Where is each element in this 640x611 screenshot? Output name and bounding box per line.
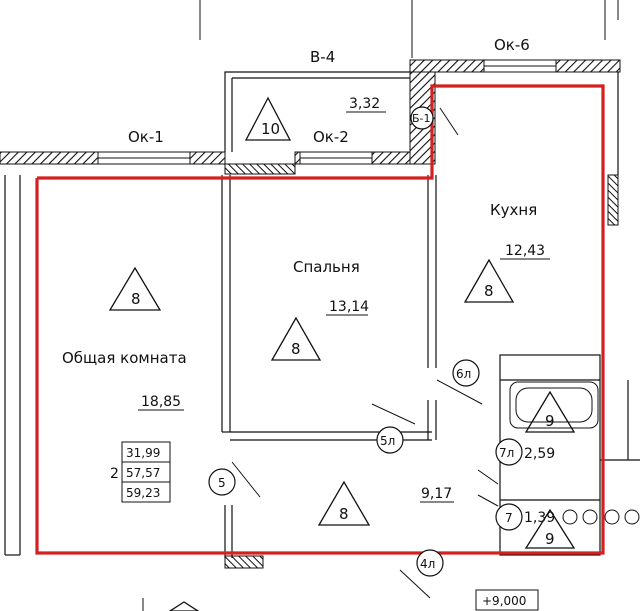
elevation-tag xyxy=(142,589,539,611)
area-underlines xyxy=(138,111,550,503)
marker-balcony xyxy=(244,96,292,141)
marker-bedroom-number: 8 xyxy=(291,340,301,358)
door-6l-marker xyxy=(452,359,480,387)
area-summary-box xyxy=(121,441,171,503)
windows xyxy=(97,59,557,165)
kitchen-label: Кухня xyxy=(490,201,537,219)
window-mid-label: Ок-2 xyxy=(313,128,349,146)
door-5l-label: 5л xyxy=(380,434,395,448)
apartment-outline xyxy=(35,84,605,555)
door-4l-label: 4л xyxy=(420,557,435,571)
marker-kitchen-number: 8 xyxy=(484,282,494,300)
door-7l-marker xyxy=(495,438,523,466)
marker-bath-number: 9 xyxy=(545,412,555,430)
door-b1-marker xyxy=(410,106,434,130)
hall-area: 9,17 xyxy=(421,486,452,502)
marker-hall-number: 8 xyxy=(339,505,349,523)
window-left-label: Ок-1 xyxy=(128,128,164,146)
summary-rooms: 2 xyxy=(110,466,119,482)
balcony-door-label: Б-1 xyxy=(412,112,431,125)
door-5l-marker xyxy=(376,426,404,454)
door-swings xyxy=(231,107,499,599)
kitchen-area: 12,43 xyxy=(505,243,545,259)
marker-bath xyxy=(524,390,576,433)
summary-total-area: 57,57 xyxy=(126,466,160,480)
marker-wc-number: 9 xyxy=(545,530,555,548)
balcony-label: В-4 xyxy=(310,48,335,66)
balcony-area: 3,32 xyxy=(349,96,380,112)
door-5-marker xyxy=(208,468,236,496)
door-7l-label: 7л xyxy=(499,446,514,460)
marker-bottom xyxy=(168,601,200,611)
exterior-wall xyxy=(0,59,621,569)
living-room-label: Общая комната xyxy=(62,349,187,367)
window-top-label: Ок-6 xyxy=(494,36,530,54)
room-markers xyxy=(108,96,576,611)
door-7-marker xyxy=(495,503,523,531)
interior-walls xyxy=(4,175,601,558)
right-walls xyxy=(600,72,640,461)
marker-living xyxy=(108,266,162,311)
door-6l-label: 6л xyxy=(456,367,471,381)
door-7-label: 7 xyxy=(505,511,513,525)
bath-area: 2,59 xyxy=(524,446,555,462)
marker-bedroom xyxy=(270,316,322,361)
door-4l-marker xyxy=(416,549,444,577)
marker-balcony-number: 10 xyxy=(261,120,280,138)
door-5-label: 5 xyxy=(218,476,226,490)
marker-wc xyxy=(524,508,576,549)
bedroom-label: Спальня xyxy=(293,258,360,276)
marker-living-number: 8 xyxy=(131,290,141,308)
summary-living-area: 31,99 xyxy=(126,446,160,460)
balcony-outline xyxy=(224,71,410,152)
marker-kitchen xyxy=(463,258,515,303)
marker-hall xyxy=(317,480,371,526)
elevation-label: +9,000 xyxy=(482,594,526,608)
door-markers xyxy=(208,106,523,577)
summary-total-with-balcony: 59,23 xyxy=(126,486,160,500)
bathtub xyxy=(509,381,640,525)
axis-lines xyxy=(199,0,619,58)
living-room-area: 18,85 xyxy=(141,394,181,410)
wc-area: 1,39 xyxy=(524,510,555,526)
bedroom-area: 13,14 xyxy=(329,299,369,315)
